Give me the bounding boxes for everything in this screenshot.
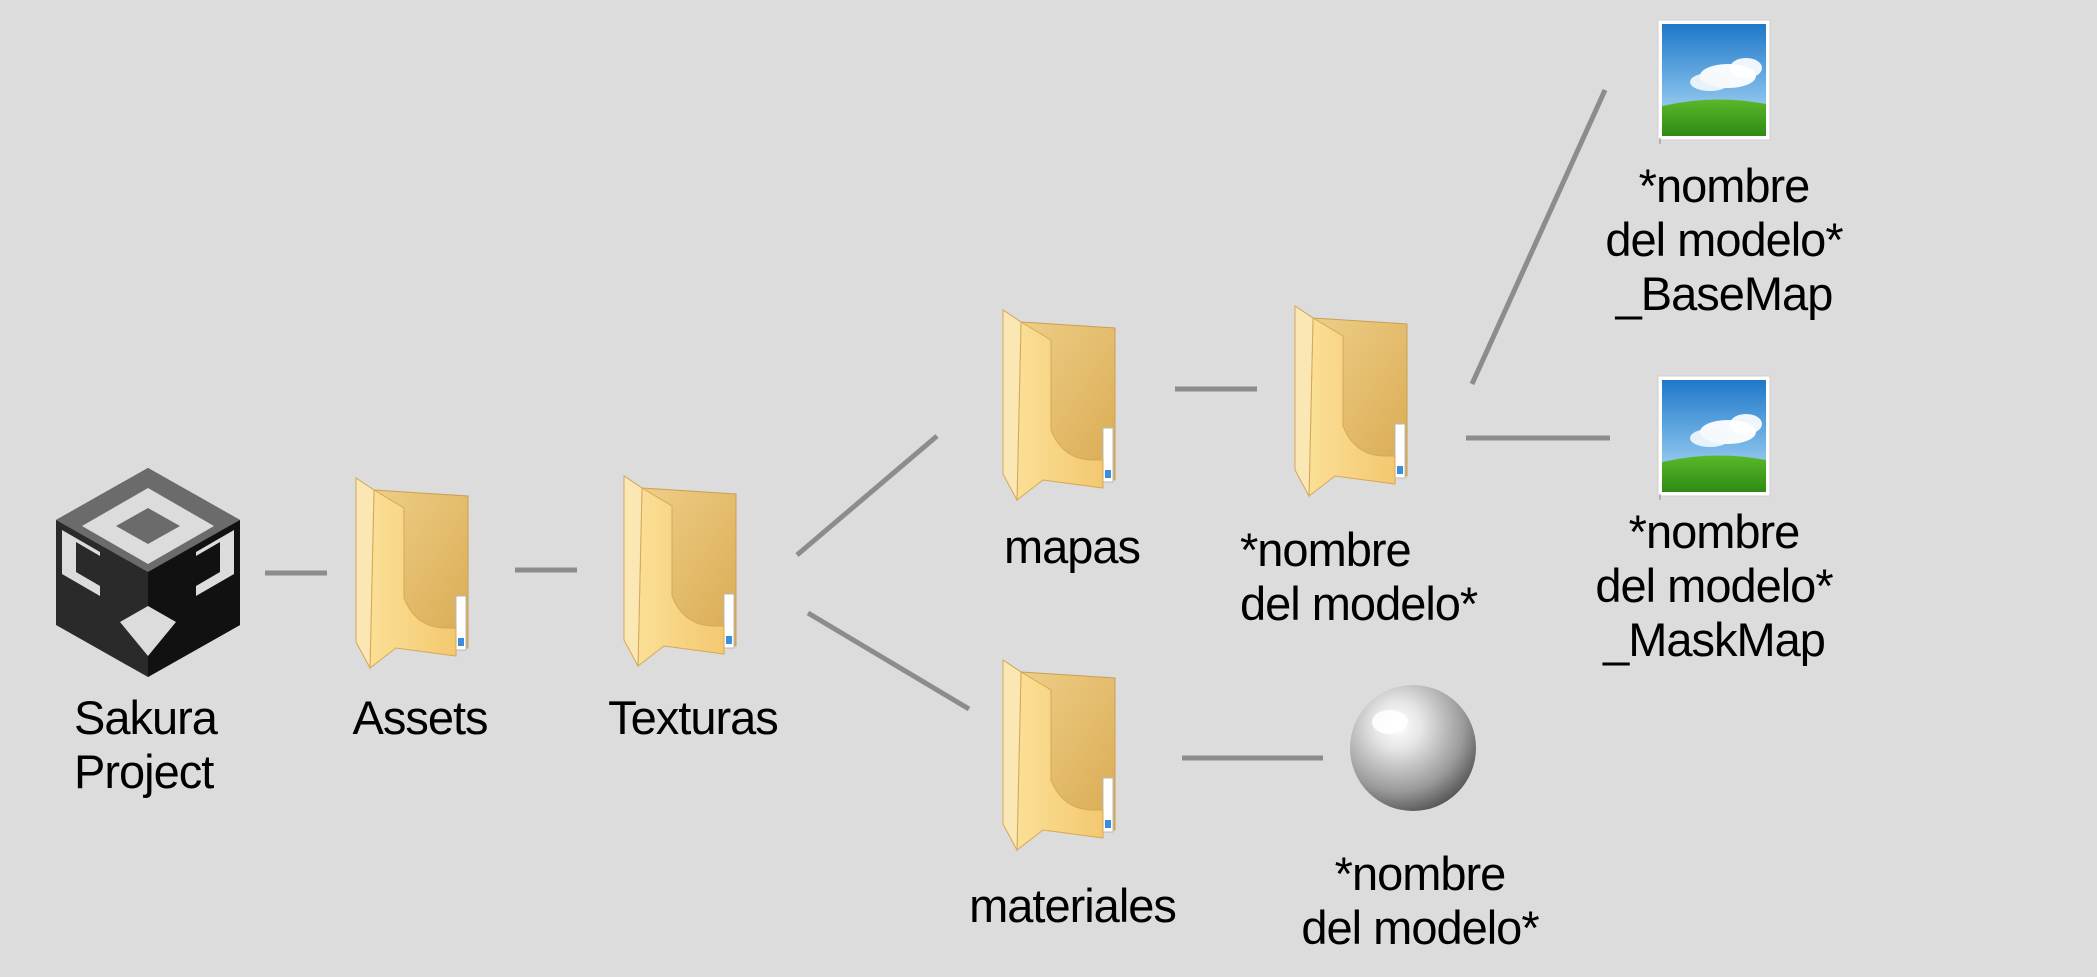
- maskmap-label: *nombre del modelo* _MaskMap: [1595, 505, 1833, 666]
- project-label: Sakura Project: [74, 691, 218, 798]
- texturas-folder-icon[interactable]: [623, 475, 737, 667]
- mapas-label: mapas: [1003, 520, 1141, 573]
- basemap-label: *nombre del modelo* _BaseMap: [1605, 159, 1843, 320]
- material-sphere-label: *nombre del modelo*: [1301, 847, 1539, 954]
- connector-texturas-materiales: [806, 610, 971, 712]
- materiales-folder-icon[interactable]: [1002, 659, 1116, 851]
- mapas-folder-icon[interactable]: [1002, 309, 1116, 501]
- basemap-image-file-icon[interactable]: [1657, 19, 1771, 145]
- material-sphere-icon[interactable]: [1350, 685, 1476, 811]
- assets-folder-icon[interactable]: [355, 477, 469, 669]
- unity-logo-icon: [56, 468, 240, 677]
- modelo-folder-label: *nombre del modelo*: [1240, 523, 1478, 630]
- connector-texturas-mapas: [795, 434, 939, 557]
- maskmap-image-file-icon[interactable]: [1657, 375, 1771, 501]
- modelo-folder-icon[interactable]: [1294, 305, 1408, 497]
- connectors: [265, 88, 1610, 761]
- texturas-label: Texturas: [608, 691, 779, 744]
- assets-label: Assets: [352, 691, 488, 744]
- materiales-label: materiales: [969, 879, 1177, 932]
- connector-modelo-basemap: [1469, 88, 1608, 386]
